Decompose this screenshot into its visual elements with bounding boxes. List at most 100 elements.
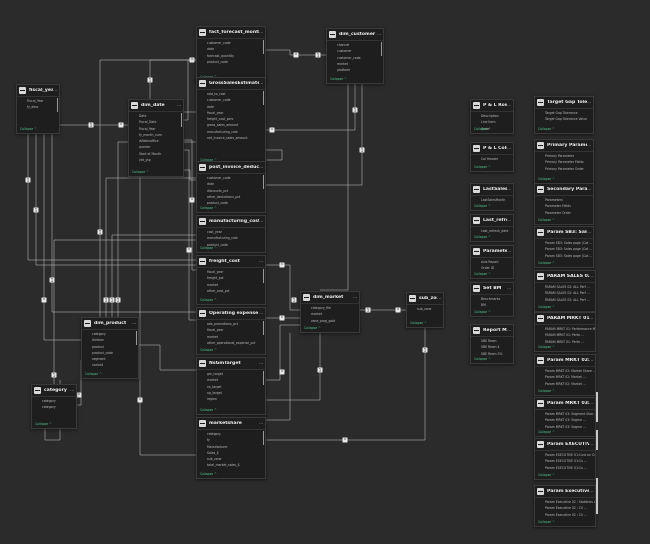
table-header[interactable]: sub_zone···	[407, 293, 443, 305]
table-header[interactable]: dim_customer···	[327, 29, 383, 41]
field-item[interactable]: cost_year	[207, 230, 222, 234]
field-item[interactable]: gm_target	[207, 372, 223, 376]
collapse-link[interactable]: Collapse ^	[474, 357, 491, 361]
field-item[interactable]: customer_code	[207, 176, 231, 180]
scrollbar[interactable]	[262, 371, 264, 385]
field-item[interactable]: product_code	[207, 201, 228, 206]
scrollbar[interactable]	[262, 91, 264, 105]
relationship-line[interactable]	[139, 344, 196, 371]
relationship-line[interactable]	[266, 333, 291, 421]
table-header[interactable]: P & L Rows···	[471, 100, 513, 112]
field-item[interactable]: category_file	[311, 306, 331, 310]
field-item[interactable]: net_invoice_sales_amount	[207, 136, 248, 141]
field-item[interactable]: forecast_quantity	[207, 53, 234, 58]
field-item[interactable]: category	[42, 399, 56, 403]
field-item[interactable]: market	[337, 61, 348, 66]
field-item[interactable]: PARAM SALES 02: ALL Perf ...	[545, 291, 590, 296]
field-item[interactable]: product	[92, 344, 104, 349]
collapse-link[interactable]: Collapse ^	[538, 127, 555, 131]
table-card-param-exec-01[interactable]: Param EXECUTIVE 01:Cu...···Param EXECUTI…	[534, 438, 596, 480]
table-card-fact-forecast-monthly[interactable]: fact_forecast_monthly···customer_codedat…	[196, 26, 266, 82]
scrollbar[interactable]	[262, 321, 264, 335]
collapse-link[interactable]: Collapse ^	[200, 158, 217, 162]
more-options-icon[interactable]: ···	[589, 274, 593, 279]
relationship-line[interactable]	[266, 324, 300, 381]
collapse-link[interactable]: Collapse ^	[200, 298, 217, 302]
table-card-param-sales-all[interactable]: PARAM SALES 02: ALL ...··· PARAM SALES 02…	[534, 270, 596, 312]
table-header[interactable]: Primary Parameter···	[535, 140, 593, 152]
scrollbar[interactable]	[135, 331, 137, 345]
field-item[interactable]: Param SB3: Sales page (Cat ...	[545, 241, 593, 245]
field-item[interactable]: sub_zone	[417, 307, 432, 311]
field-item[interactable]: channel	[337, 43, 350, 47]
field-item[interactable]: customer_code	[207, 41, 231, 45]
field-item[interactable]: zone_prog_gold	[311, 318, 336, 323]
table-header[interactable]: dim_date···	[129, 100, 183, 112]
collapse-link[interactable]: Collapse ^	[538, 473, 555, 477]
field-item[interactable]: category	[42, 405, 56, 410]
collapse-link[interactable]: Collapse ^	[538, 305, 555, 309]
field-item[interactable]: Param EXECUTIVE 01:Cust on Custo ...	[545, 453, 595, 457]
more-options-icon[interactable]: ···	[259, 81, 263, 86]
relationship-line[interactable]	[139, 177, 196, 456]
field-item[interactable]: Axis Report	[481, 260, 499, 264]
more-options-icon[interactable]: ···	[507, 187, 511, 192]
scrollbar[interactable]	[180, 113, 182, 127]
collapse-link[interactable]: Collapse ^	[474, 127, 491, 131]
more-options-icon[interactable]: ···	[259, 311, 263, 316]
more-options-icon[interactable]: ···	[589, 489, 593, 494]
collapse-link[interactable]: Collapse ^	[330, 77, 347, 81]
relationship-line[interactable]	[266, 333, 321, 401]
collapse-link[interactable]: Collapse ^	[85, 372, 102, 376]
scrollbar[interactable]	[56, 98, 58, 112]
table-header[interactable]: Param Executive 02 : Cli...···	[535, 486, 595, 498]
field-item[interactable]: Param MRKT 02: Market ...	[545, 375, 586, 380]
field-item[interactable]: fiscal_year	[207, 110, 224, 115]
more-options-icon[interactable]: ···	[53, 88, 57, 93]
more-options-icon[interactable]: ···	[507, 146, 511, 151]
field-item[interactable]: product_code	[207, 59, 228, 64]
collapse-link[interactable]: Collapse ^	[474, 310, 491, 314]
field-item[interactable]: Param Executive 02 : Statistics on ...	[545, 500, 595, 504]
field-item[interactable]: Benchmarks	[481, 297, 501, 301]
field-item[interactable]: discounts_pct	[207, 188, 229, 193]
field-item[interactable]: Param EXECUTIVE 01:Cu ...	[545, 459, 588, 464]
more-options-icon[interactable]: ···	[70, 388, 74, 393]
field-item[interactable]: Last_refresh_date	[481, 229, 509, 233]
table-header[interactable]: marketshare···	[197, 418, 265, 430]
collapse-link[interactable]: Collapse ^	[538, 345, 555, 349]
collapse-link[interactable]: Collapse ^	[410, 321, 427, 325]
field-item[interactable]: Line Item	[481, 120, 496, 125]
table-header[interactable]: PARAM SALES 02: ALL ...···	[535, 271, 595, 283]
collapse-link[interactable]: Collapse ^	[538, 389, 555, 393]
table-header[interactable]: freight_cost···	[197, 256, 265, 268]
field-item[interactable]: Description	[481, 114, 499, 118]
field-item[interactable]: Start of Month	[139, 151, 162, 156]
relationship-line[interactable]	[266, 328, 426, 441]
field-item[interactable]: Col Header	[481, 157, 499, 161]
table-header[interactable]: category···	[32, 385, 76, 397]
collapse-link[interactable]: Collapse ^	[200, 408, 217, 412]
field-item[interactable]: Param EXECUTIVE 01:Cu ...	[545, 465, 588, 470]
field-item[interactable]: freight_pct	[207, 276, 224, 281]
table-header[interactable]: PARAM MRKT 01: Perfo...···	[535, 313, 595, 325]
field-item[interactable]: Fiscal_Date	[139, 120, 157, 125]
field-item[interactable]: ads_promotions_pct	[207, 322, 238, 326]
more-options-icon[interactable]: ···	[589, 358, 593, 363]
field-item[interactable]: market	[207, 282, 218, 287]
field-item[interactable]: product_code	[207, 242, 228, 247]
field-item[interactable]: PARAM MRKT 01: Perfo ...	[545, 333, 584, 338]
scrollbar[interactable]	[262, 431, 264, 445]
more-options-icon[interactable]: ···	[589, 316, 593, 321]
more-options-icon[interactable]: ···	[507, 249, 511, 254]
table-card-param-sb3[interactable]: Param SB3: Sales page ...···Param SB3: S…	[534, 226, 594, 268]
